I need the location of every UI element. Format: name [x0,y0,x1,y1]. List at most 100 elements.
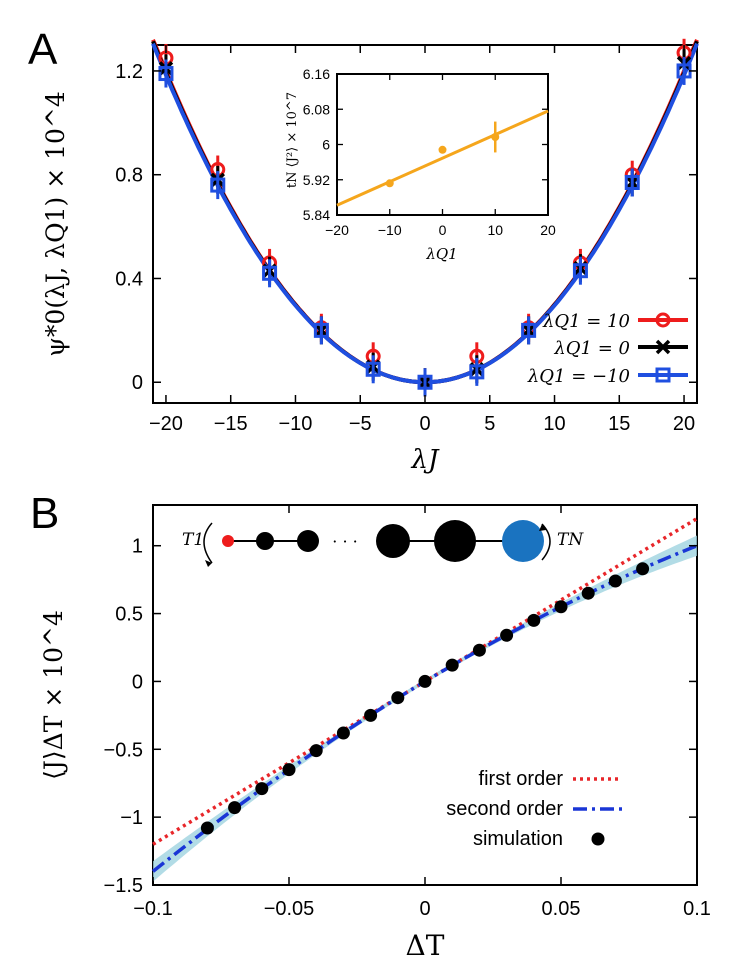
data-point [624,174,640,190]
x-tick-label: −5 [349,413,372,435]
y-tick-label: 0 [132,372,143,394]
inset-y-tick-label: 6.16 [303,66,330,82]
panel-b-x-axis-label: ΔT [406,929,445,962]
panel-b-legend: first order second order simulation [446,768,622,850]
inset-fit-line [336,109,549,207]
legend-marker [591,832,605,846]
panel-b-frame [152,504,698,886]
y-tick-label: −1 [120,807,143,829]
right-bath-arrowhead [539,524,546,531]
right-bath-label: TN [557,530,584,550]
simulation-point [255,782,269,796]
legend-label: second order [446,798,563,820]
simulation-point [364,708,378,722]
right-bath-arc [541,523,551,561]
panel-a-y-axis-label: ψ*0(λJ, λQ1) × 10^4 [41,91,70,357]
y-tick-label: −0.5 [104,739,143,761]
left-bath-label: T1 [182,530,204,550]
chain-site-last [502,520,544,562]
x-tick-label: −0.05 [264,898,315,920]
inset-data-point [385,179,394,188]
y-tick-label: 1 [132,536,143,558]
legend-label: simulation [473,828,563,850]
y-tick-label: 1.2 [115,61,143,83]
legend-label: λQ1 = 0 [553,338,630,359]
second-order-line [151,544,698,873]
data-point [469,364,485,380]
chain-diagram: · · · T1 TN [182,520,584,567]
simulation-point [391,691,405,705]
left-bath-arc [203,522,213,564]
chain-site-first [222,535,234,547]
simulation-point [636,562,650,576]
x-tick-label: 15 [608,413,630,435]
inset-y-tick-label: 5.92 [303,172,330,188]
panel-b-chart: −0.1 −0.05 0 0.05 0.1 −1.5 −1 −0.5 0 0.5 1 ⟨J⟩ΔT … [39,504,711,962]
y-tick-label: 0.8 [115,165,143,187]
chain-site [434,520,476,562]
legend-label: λQ1 = 10 [542,311,630,332]
data-point [158,66,174,82]
inset-x-tick-label: 10 [487,222,503,238]
x-tick-label: 5 [484,413,495,435]
y-tick-label: 0 [132,671,143,693]
simulation-point [282,763,296,777]
data-point [210,177,226,193]
simulation-point [200,821,214,835]
inset-y-tick-label: 5.84 [303,207,330,223]
x-tick-label: 0 [419,898,430,920]
panel-a-x-axis-label: λJ [411,445,440,475]
panel-a-legend: λQ1 = 10 λQ1 = 0 λQ1 = −10 [527,311,688,387]
legend-marker [655,367,671,383]
simulation-point [608,574,622,588]
x-tick-label: 0.05 [542,898,581,920]
x-tick-label: 10 [543,413,565,435]
simulation-point [581,586,595,600]
inset-y-tick-label: 6.08 [303,101,330,117]
x-tick-label: −15 [214,413,248,435]
y-tick-label: −1.5 [104,875,143,897]
simulation-point [554,600,568,614]
x-tick-label: 0 [419,413,430,435]
simulation-point [418,674,432,688]
legend-label: λQ1 = −10 [527,366,630,387]
simulation-point [228,801,242,815]
data-point [521,322,537,338]
x-tick-label: −20 [149,413,183,435]
inset-data-point [438,145,447,154]
x-tick-label: 0.1 [683,898,711,920]
inset-data-point [491,133,500,142]
data-point [313,322,329,338]
panel-b-y-axis-label: ⟨J⟩ΔT × 10^4 [39,610,68,780]
chain-site [376,524,410,558]
simulation-point [336,726,350,740]
x-tick-label: 20 [673,413,695,435]
inset-y-axis-label: tN ⟨J²⟩ × 10^7 [285,92,300,188]
chain-site [256,532,274,550]
simulation-point [472,643,486,657]
data-point [572,263,588,279]
legend-marker [655,339,671,355]
simulation-point [445,658,459,672]
left-bath-arrowhead [205,560,212,567]
panel-a-chart: −20 −15 −10 −5 0 5 10 15 20 0 0.4 0.8 1.2 ψ*0(λJ, λ… [41,38,699,475]
x-tick-label: −10 [279,413,313,435]
chain-ellipsis: · · · [332,532,357,551]
panel-label-a: A [28,25,58,74]
inset-y-tick-label: 6 [322,137,330,153]
inset-x-axis-label: λQ1 [425,245,457,263]
simulation-point [309,744,323,758]
inset-x-tick-label: −10 [378,222,402,238]
legend-label: first order [479,768,564,790]
inset-frame [336,73,549,216]
chain-site [297,530,319,552]
x-tick-label: −0.1 [133,898,172,920]
data-point [417,374,433,390]
y-tick-label: 0.5 [115,604,143,626]
simulation-point [527,613,541,627]
data-point [365,361,381,377]
y-tick-label: 0.4 [115,268,143,290]
inset-x-tick-label: 0 [439,222,447,238]
